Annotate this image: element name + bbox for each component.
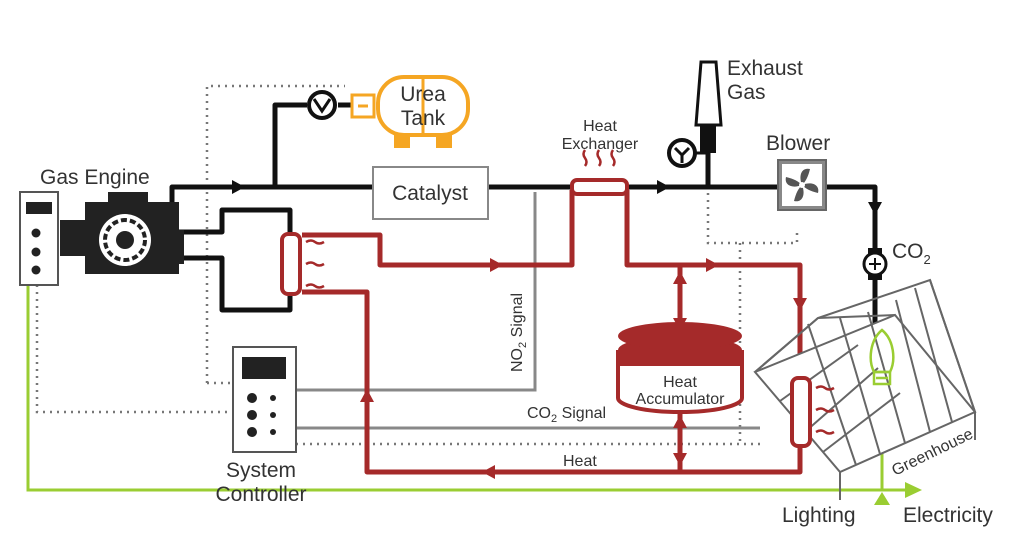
heat-exchanger-icon [570, 149, 629, 196]
co2-signal-label: CO2 Signal [527, 405, 606, 425]
co2-signal-suffix: Signal [557, 405, 606, 422]
co2-meter-icon [862, 248, 888, 280]
heat-arrows [360, 258, 807, 479]
urea-pump-icon [307, 90, 337, 120]
co2-signal-prefix: CO [527, 405, 551, 422]
gas-engine-label: Gas Engine [40, 166, 150, 189]
valve-icon[interactable] [667, 138, 708, 168]
greenhouse-heat-exchanger-icon [790, 376, 835, 448]
blower-label: Blower [766, 132, 830, 155]
exhaust-stack-icon [694, 60, 723, 153]
heat-accumulator-label-line1: Heat [663, 374, 697, 391]
heat-accumulator-icon [616, 322, 744, 414]
heat-label: Heat [563, 453, 597, 470]
system-controller-icon[interactable] [232, 346, 297, 453]
no2-signal-label: NO2 Signal [509, 293, 529, 372]
greenhouse-icon [753, 278, 977, 500]
co2-label-main: CO [892, 240, 924, 263]
exhaust-gas-label-line1: Exhaust [727, 57, 803, 80]
light-bulb-icon [869, 328, 895, 386]
co2-label: CO2 [892, 240, 931, 267]
system-controller-label-line1: System [226, 459, 296, 482]
heat-exchanger-label-line1: Heat [583, 118, 617, 135]
electricity-label: Electricity [903, 504, 993, 527]
lighting-label: Lighting [782, 504, 856, 527]
system-controller-label-line2: Controller [215, 483, 306, 506]
blower-fan-icon [777, 159, 827, 211]
exhaust-arrows [232, 180, 882, 215]
urea-tank-icon [350, 75, 470, 148]
engine-control-panel[interactable] [19, 191, 59, 286]
urea-tank-label-line1: Urea [400, 83, 446, 106]
exhaust-gas-label-line2: Gas [727, 81, 766, 104]
engine-coolant-loop [178, 207, 293, 313]
no2-signal-sub: 2 [517, 342, 529, 348]
engine-heat-exchanger-icon [280, 232, 325, 296]
no2-signal-prefix: NO [509, 348, 526, 372]
co2-label-sub: 2 [924, 252, 931, 267]
urea-tank-label-line2: Tank [401, 107, 446, 130]
dotted-control-lines [35, 84, 799, 446]
catalyst-box [372, 166, 489, 220]
catalyst-label: Catalyst [392, 182, 468, 205]
no2-signal-suffix: Signal [509, 293, 526, 342]
co2-signal-sub: 2 [551, 413, 557, 425]
heat-accumulator-label-line2: Accumulator [636, 391, 726, 408]
gas-engine-icon [60, 192, 184, 274]
heat-exchanger-label-line2: Exchanger [562, 136, 639, 153]
